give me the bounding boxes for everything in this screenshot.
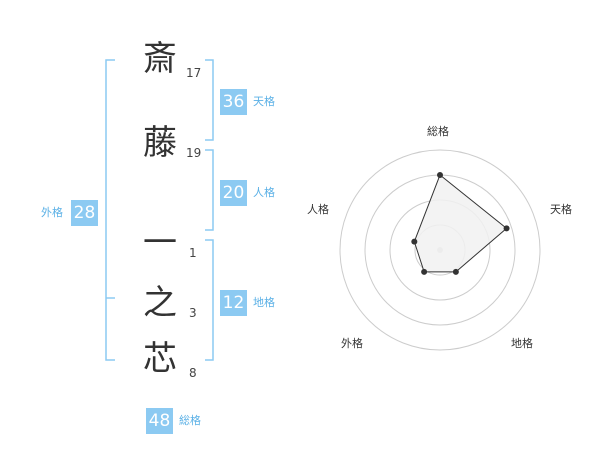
stroke-count-2: 19: [186, 146, 202, 160]
stroke-count-4: 3: [189, 306, 197, 320]
name-char-3: 一: [143, 223, 177, 263]
chikaku-value: 12: [220, 290, 247, 316]
chikaku-label: 地格: [253, 296, 275, 309]
stroke-count-5: 8: [189, 366, 197, 380]
soukaku-label: 総格: [179, 414, 201, 427]
name-char-1: 斎: [143, 39, 177, 79]
name-char-5: 芯: [143, 339, 177, 379]
tenkaku-bracket: [205, 59, 214, 141]
tenkaku-value: 36: [220, 89, 247, 115]
radar-point-2: [503, 225, 510, 232]
name-char-4: 之: [143, 283, 177, 323]
radar-label-jinkaku: 人格: [307, 203, 329, 216]
radar-point-5: [411, 238, 418, 245]
radar-label-chikaku: 地格: [511, 337, 533, 350]
chikaku-bracket: [205, 239, 214, 361]
gaikaku-label: 外格: [41, 206, 63, 219]
stroke-count-1: 17: [186, 66, 202, 80]
jinkaku-label: 人格: [253, 186, 275, 199]
radar-point-4: [421, 268, 428, 275]
name-char-2: 藤: [143, 123, 177, 163]
radar-shape: [413, 174, 508, 273]
tenkaku-label: 天格: [253, 95, 275, 108]
radar-label-tenkaku: 天格: [550, 203, 572, 216]
gaikaku-value: 28: [71, 200, 98, 226]
radar-label-gaikaku: 外格: [341, 337, 363, 350]
gaikaku-bracket: [105, 59, 115, 361]
jinkaku-bracket: [205, 149, 214, 231]
radar-point-1: [437, 172, 443, 178]
radar-ring: [339, 149, 541, 351]
jinkaku-value: 20: [220, 180, 247, 206]
radar-point-3: [452, 268, 459, 275]
radar-label-soukaku: 総格: [427, 125, 449, 138]
stroke-count-3: 1: [189, 246, 197, 260]
soukaku-value: 48: [146, 408, 173, 434]
